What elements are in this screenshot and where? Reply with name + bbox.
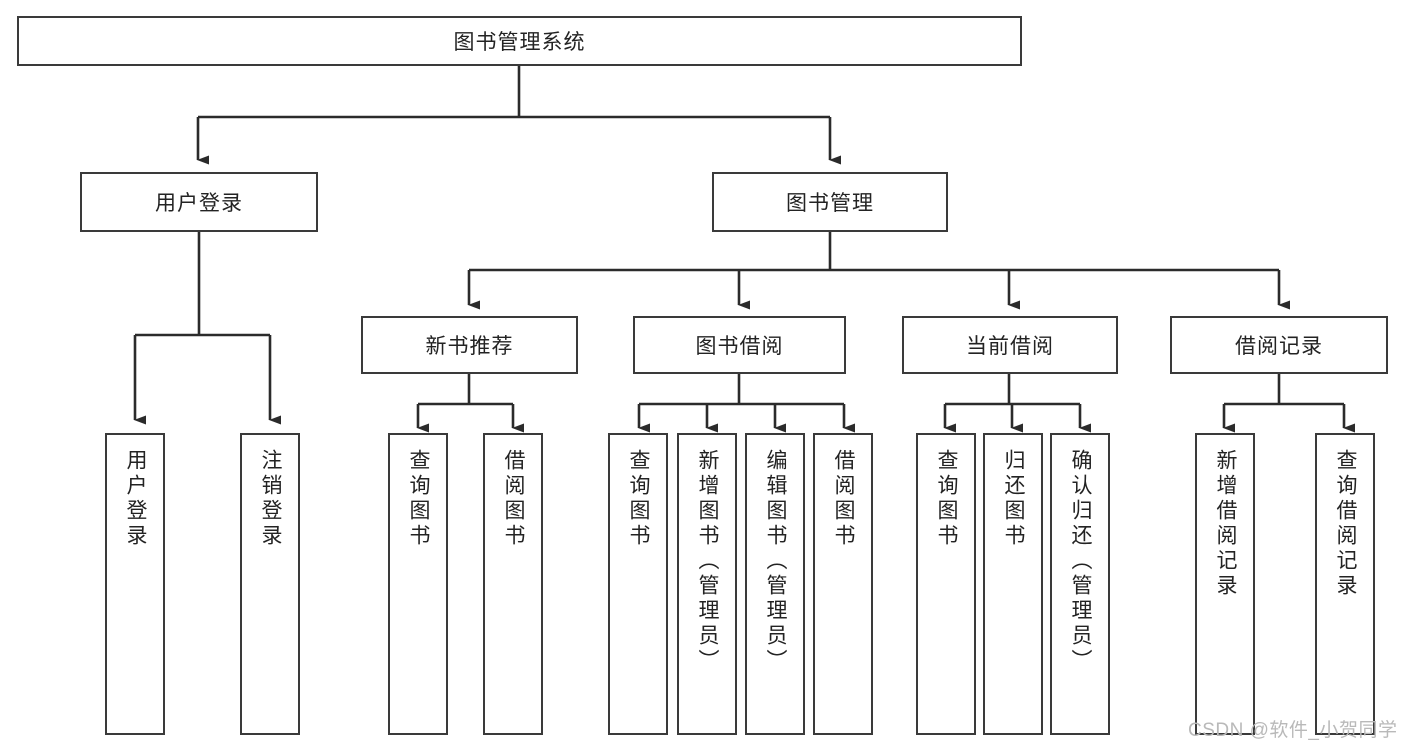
node-leaf-user-login[interactable]: 用户登录 bbox=[105, 433, 165, 735]
node-leaf-query-record[interactable]: 查询借阅记录 bbox=[1315, 433, 1375, 735]
node-book-manage[interactable]: 图书管理 bbox=[712, 172, 948, 232]
node-leaf-borrow-book-1[interactable]: 借阅图书 bbox=[483, 433, 543, 735]
node-leaf-logout-label: 注销登录 bbox=[259, 449, 283, 549]
node-leaf-confirm-return-label: 确认归还（管理员） bbox=[1069, 449, 1093, 674]
node-borrow-record-label: 借阅记录 bbox=[1235, 335, 1323, 358]
node-leaf-confirm-return[interactable]: 确认归还（管理员） bbox=[1050, 433, 1110, 735]
node-leaf-logout[interactable]: 注销登录 bbox=[240, 433, 300, 735]
node-new-book-rec-label: 新书推荐 bbox=[425, 335, 514, 358]
node-book-borrow-label: 图书借阅 bbox=[695, 335, 784, 358]
node-root[interactable]: 图书管理系统 bbox=[17, 16, 1022, 66]
node-book-borrow[interactable]: 图书借阅 bbox=[633, 316, 846, 374]
node-current-borrow-label: 当前借阅 bbox=[966, 335, 1054, 358]
node-leaf-query-book-2-label: 查询图书 bbox=[627, 449, 651, 549]
node-leaf-edit-book[interactable]: 编辑图书（管理员） bbox=[745, 433, 805, 735]
node-leaf-return-book[interactable]: 归还图书 bbox=[983, 433, 1043, 735]
node-leaf-query-book-3[interactable]: 查询图书 bbox=[916, 433, 976, 735]
node-root-label: 图书管理系统 bbox=[453, 31, 586, 54]
csdn-watermark: CSDN @软件_小贺同学 bbox=[1188, 720, 1398, 741]
node-leaf-query-book-3-label: 查询图书 bbox=[935, 449, 959, 549]
node-book-manage-label: 图书管理 bbox=[786, 192, 874, 215]
node-current-borrow[interactable]: 当前借阅 bbox=[902, 316, 1118, 374]
node-leaf-add-record[interactable]: 新增借阅记录 bbox=[1195, 433, 1255, 735]
node-borrow-record[interactable]: 借阅记录 bbox=[1170, 316, 1388, 374]
node-leaf-query-book-1-label: 查询图书 bbox=[407, 449, 431, 549]
node-leaf-query-book-2[interactable]: 查询图书 bbox=[608, 433, 668, 735]
node-leaf-borrow-book-2-label: 借阅图书 bbox=[832, 449, 856, 549]
node-leaf-add-record-label: 新增借阅记录 bbox=[1214, 449, 1238, 599]
node-leaf-query-record-label: 查询借阅记录 bbox=[1334, 449, 1358, 599]
node-leaf-borrow-book-1-label: 借阅图书 bbox=[502, 449, 526, 549]
node-leaf-borrow-book-2[interactable]: 借阅图书 bbox=[813, 433, 873, 735]
node-leaf-return-book-label: 归还图书 bbox=[1002, 449, 1026, 549]
node-leaf-add-book[interactable]: 新增图书（管理员） bbox=[677, 433, 737, 735]
node-leaf-query-book-1[interactable]: 查询图书 bbox=[388, 433, 448, 735]
node-user-login[interactable]: 用户登录 bbox=[80, 172, 318, 232]
node-user-login-label: 用户登录 bbox=[155, 192, 243, 215]
node-leaf-add-book-label: 新增图书（管理员） bbox=[696, 449, 720, 674]
node-leaf-user-login-label: 用户登录 bbox=[124, 449, 148, 549]
node-new-book-rec[interactable]: 新书推荐 bbox=[361, 316, 578, 374]
node-leaf-edit-book-label: 编辑图书（管理员） bbox=[764, 449, 788, 674]
